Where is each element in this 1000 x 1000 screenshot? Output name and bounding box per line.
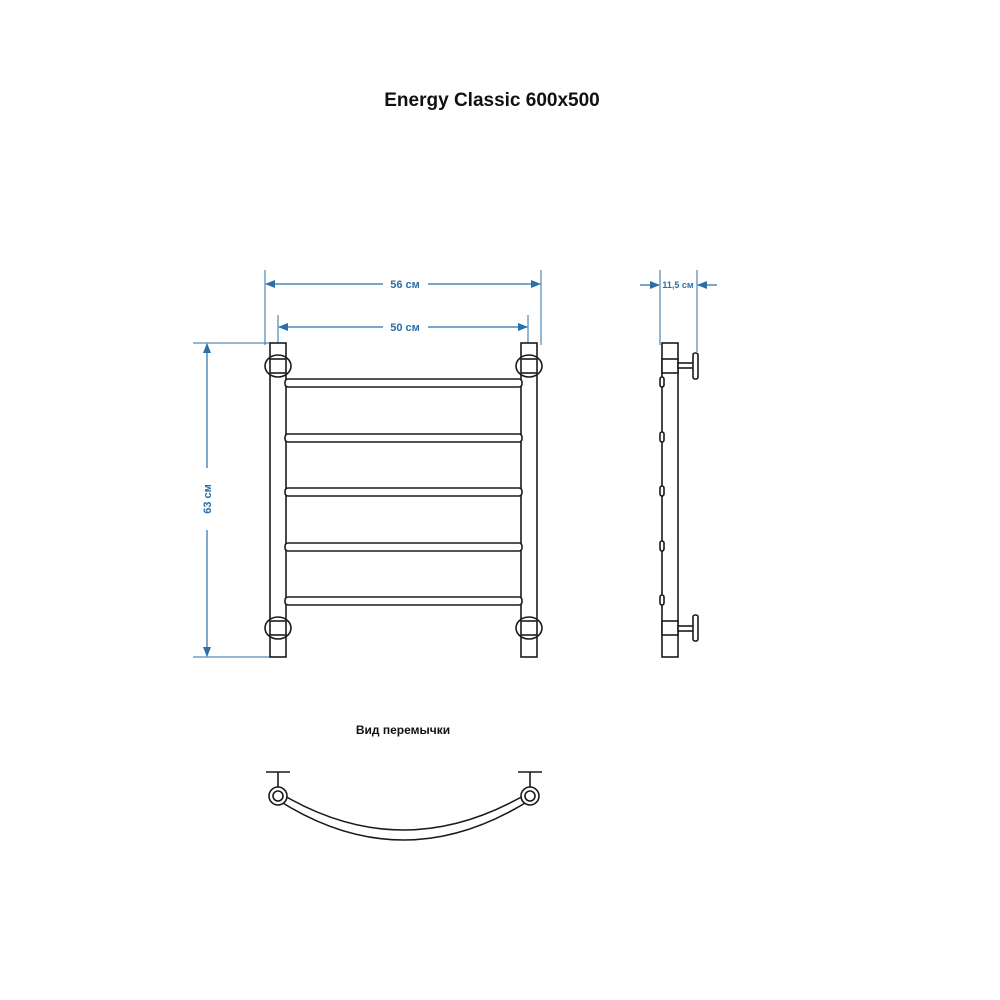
wall-bracket-bottom-right bbox=[515, 616, 543, 640]
depth-dimension: 11,5 см bbox=[640, 270, 717, 352]
side-bracket-top bbox=[661, 352, 699, 380]
rung-width-label: 50 см bbox=[390, 322, 420, 334]
side-view: 11,5 см bbox=[640, 270, 717, 658]
side-bracket-bottom bbox=[661, 614, 699, 642]
wall-bracket-top-left bbox=[264, 354, 292, 378]
depth-label: 11,5 см bbox=[662, 280, 694, 290]
drawing-title: Energy Classic 600x500 bbox=[384, 90, 600, 111]
left-post bbox=[269, 342, 287, 658]
rung-5 bbox=[284, 596, 523, 606]
front-view: 56 см 50 см 63 см bbox=[193, 270, 543, 658]
side-post bbox=[661, 342, 679, 658]
height-label: 63 см bbox=[202, 484, 214, 514]
wall-bracket-bottom-left bbox=[264, 616, 292, 640]
rung-width-dimension: 50 см bbox=[277, 315, 529, 345]
right-post bbox=[520, 342, 538, 658]
bridge-right-post bbox=[518, 771, 542, 806]
wall-bracket-top-right bbox=[515, 354, 543, 378]
overall-width-label: 56 см bbox=[390, 279, 420, 291]
height-dimension: 63 см bbox=[193, 342, 270, 658]
bridge-view: Вид перемычки bbox=[266, 723, 542, 841]
rung-2 bbox=[284, 433, 523, 443]
rung-4 bbox=[284, 542, 523, 552]
rung-1 bbox=[284, 378, 523, 388]
overall-width-dimension: 56 см bbox=[264, 270, 542, 345]
bridge-left-post bbox=[266, 771, 290, 806]
bridge-view-label: Вид перемычки bbox=[356, 723, 450, 737]
rung-3 bbox=[284, 487, 523, 497]
